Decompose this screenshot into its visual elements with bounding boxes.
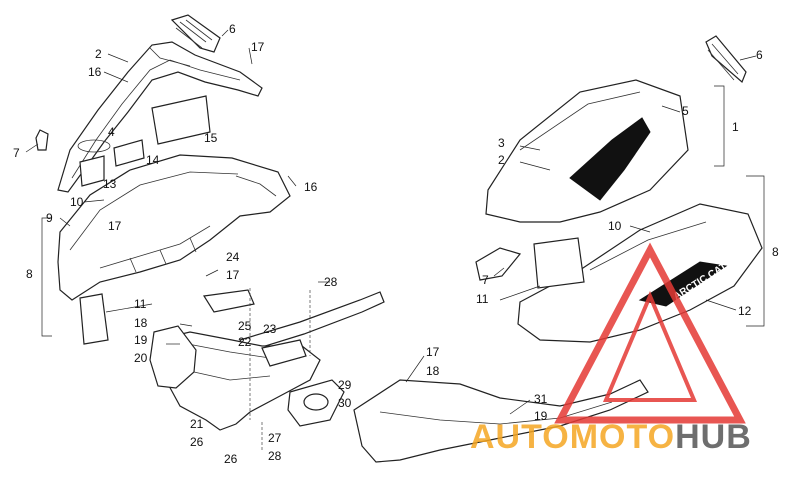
vent-grille-right	[705, 35, 747, 84]
plate-25	[261, 339, 307, 367]
callout-label: 29	[338, 378, 352, 392]
callout-label: 10	[608, 219, 622, 233]
callout-label: 7	[13, 146, 20, 160]
decal-11-right	[533, 237, 585, 289]
callout-label: 17	[251, 40, 265, 54]
upper-hood-panel-right	[485, 79, 689, 223]
callout-label: 9	[46, 211, 53, 225]
callout-label: 8	[26, 267, 33, 281]
decal-panel-14	[113, 139, 145, 167]
side-grille	[35, 129, 49, 151]
decal-12	[638, 261, 728, 307]
callout-label: 10	[70, 195, 84, 209]
callout-label: 7	[482, 273, 489, 287]
callout-label: 24	[226, 250, 240, 264]
callout-label: 3	[498, 136, 505, 150]
left-hood-assembly	[35, 14, 291, 345]
callout-label: 28	[268, 449, 282, 463]
decal-11-left	[79, 293, 109, 345]
callout-label: 26	[224, 452, 238, 466]
support-arm-23	[239, 291, 385, 353]
callout-label: 4	[108, 125, 115, 139]
callout-label: 2	[95, 47, 102, 61]
watermark-part-auto: AUTO	[470, 418, 570, 456]
watermark-part-moto: MOTO	[570, 418, 675, 456]
callout-label: 8	[772, 245, 779, 259]
callout-label: 17	[226, 268, 240, 282]
callout-label: 28	[324, 275, 338, 289]
callout-label: 16	[88, 65, 102, 79]
center-belly-pan-assembly	[149, 288, 385, 452]
callout-label: 12	[738, 304, 752, 318]
callout-label: 5	[682, 104, 689, 118]
callout-label: 19	[134, 333, 148, 347]
callout-label: 11	[134, 297, 147, 311]
callout-label: 18	[426, 364, 440, 378]
callout-label: 31	[534, 392, 548, 406]
watermark-part-hub: HUB	[675, 418, 752, 456]
callout-label: 1	[732, 120, 739, 134]
decal-panel-15	[151, 95, 211, 145]
callout-label: 27	[268, 431, 282, 445]
callout-label: 21	[190, 417, 204, 431]
callout-label: 6	[756, 48, 763, 62]
callout-label: 23	[263, 322, 277, 336]
callout-label: 15	[204, 131, 218, 145]
callout-label: 30	[338, 396, 352, 410]
lower-hood-panel	[57, 154, 291, 301]
bracket-24	[202, 289, 255, 313]
callout-label: 16	[304, 180, 318, 194]
callout-label: 19	[534, 409, 548, 423]
callout-label: 13	[103, 177, 117, 191]
callout-label: 2	[498, 153, 505, 167]
watermark-logo: AUTOMOTOHUB	[470, 242, 752, 456]
hood-stripe-dark	[569, 117, 651, 201]
leader-lines	[25, 29, 757, 415]
callout-label: 17	[108, 219, 122, 233]
callout-label: 11	[476, 292, 489, 306]
side-bracket-20	[149, 325, 197, 389]
ring-30	[303, 393, 329, 411]
group-brackets	[41, 85, 765, 337]
callout-label: 22	[238, 335, 252, 349]
callout-label: 20	[134, 351, 148, 365]
side-grille-right	[475, 247, 522, 281]
callout-label: 6	[229, 22, 236, 36]
watermark-text: AUTOMOTOHUB	[470, 418, 752, 456]
callout-labels: 6 17 2 16 4 15 7 14 13 16 10 9 17 8 24 1…	[13, 22, 779, 466]
callout-label: 26	[190, 435, 204, 449]
callout-label: 18	[134, 316, 148, 330]
decal-panel-13	[79, 155, 105, 187]
right-hood-assembly: ARCTIC CAT	[353, 35, 763, 463]
watermark-triangle-icon	[554, 242, 746, 424]
callout-label: 14	[146, 153, 160, 167]
upper-hood-panel	[57, 41, 263, 193]
callout-label: 17	[426, 345, 440, 359]
callout-label: 25	[238, 319, 252, 333]
